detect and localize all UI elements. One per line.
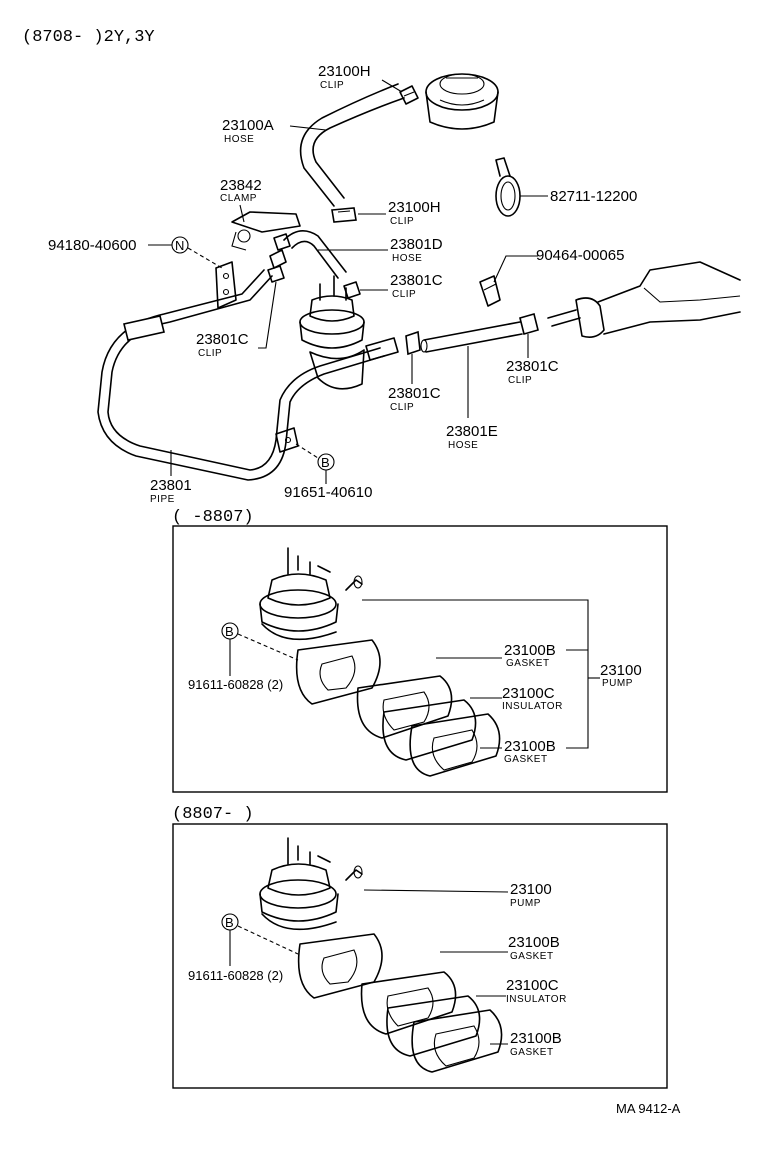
section2-gasket2-name: GASKET: [510, 1047, 554, 1058]
clip-h-drawing: [331, 207, 357, 223]
section1-gasket2-name: GASKET: [504, 754, 548, 765]
hose-d-drawing: [283, 230, 347, 279]
hose-e-drawing: [420, 321, 523, 353]
band-number: 82711-12200: [550, 188, 637, 205]
clip-top-drawing: [399, 85, 419, 105]
clip-90464-number: 90464-00065: [536, 247, 624, 264]
hose-e-number: 23801E: [446, 423, 498, 440]
section2-gasket1-number: 23100B: [508, 934, 560, 951]
section1-insulator-name: INSULATOR: [502, 701, 563, 712]
section2-gasket2-number: 23100B: [510, 1030, 562, 1047]
hose-a-number: 23100A: [222, 117, 274, 134]
hose-a-drawing: [299, 83, 405, 207]
section2-bolt-number: 91611-60828 (2): [188, 968, 283, 983]
pipe-name: PIPE: [150, 494, 175, 505]
clip-c3-name: CLIP: [390, 402, 414, 413]
section2-pump-drawing: [259, 837, 363, 931]
fuel-cap-drawing: [425, 73, 499, 130]
clip-c3-number: 23801C: [388, 385, 441, 402]
clip-top-name: CLIP: [320, 80, 344, 91]
pipe-drawing: [97, 269, 399, 481]
clip-90464-drawing: [479, 275, 501, 307]
section1-frame: [172, 525, 668, 793]
diagram-code: MA 9412-A: [616, 1101, 681, 1116]
clip-c1-name: CLIP: [392, 289, 416, 300]
hose-e-name: HOSE: [448, 440, 478, 451]
fuel-tank-outlet-drawing: [547, 261, 741, 338]
clip-c4-name: CLIP: [508, 375, 532, 386]
section1-label: ( -8807): [172, 508, 254, 527]
bolt-n-number: 94180-40600: [48, 237, 136, 254]
clip-c2-name: CLIP: [198, 348, 222, 359]
section1-pump-drawing: [259, 547, 363, 641]
hose-d-name: HOSE: [392, 253, 422, 264]
section1-gasket2-number: 23100B: [504, 738, 556, 755]
section2-frame: [172, 823, 668, 1089]
clip-c1-number: 23801C: [390, 272, 443, 289]
section1-insulator-number: 23100C: [502, 685, 555, 702]
clip-h-number: 23100H: [388, 199, 441, 216]
section2-bolt-symbol: B: [225, 915, 234, 930]
section2-insulator-number: 23100C: [506, 977, 559, 994]
section2-label: (8807- ): [172, 805, 254, 824]
section1-gaskets-drawing: [295, 639, 501, 777]
pipe-number: 23801: [150, 477, 192, 494]
section2-insulator-name: INSULATOR: [506, 994, 567, 1005]
bolt-b-number: 91651-40610: [284, 484, 372, 501]
section2-pump-number: 23100: [510, 881, 552, 898]
clip-h-name: CLIP: [390, 216, 414, 227]
section1-pump-name: PUMP: [602, 678, 633, 689]
section2-gasket1-name: GASKET: [510, 951, 554, 962]
section1-pump-number: 23100: [600, 662, 642, 679]
clip-c2-number: 23801C: [196, 331, 249, 348]
section2-gaskets-drawing: [297, 933, 503, 1073]
clamp-drawing: [231, 211, 301, 251]
band-drawing: [495, 157, 521, 217]
clip-c4-number: 23801C: [506, 358, 559, 375]
section2-pump-name: PUMP: [510, 898, 541, 909]
section1-gasket1-name: GASKET: [506, 658, 550, 669]
section1-bolt-symbol: B: [225, 624, 234, 639]
clamp-number: 23842: [220, 177, 262, 194]
fuel-pump-top-drawing: [299, 275, 365, 390]
bolt-n-symbol: N: [175, 238, 184, 253]
bolt-b-symbol: B: [321, 455, 330, 470]
clip-top-number: 23100H: [318, 63, 371, 80]
hose-a-name: HOSE: [224, 134, 254, 145]
bracket-drawing: [215, 261, 237, 309]
model-range-header: (8708- )2Y,3Y: [22, 28, 155, 47]
clamp-name: CLAMP: [220, 193, 257, 204]
section1-bolt-number: 91611-60828 (2): [188, 677, 283, 692]
section1-gasket1-number: 23100B: [504, 642, 556, 659]
hose-d-number: 23801D: [390, 236, 443, 253]
pipe-bracket-drawing: [275, 427, 299, 453]
